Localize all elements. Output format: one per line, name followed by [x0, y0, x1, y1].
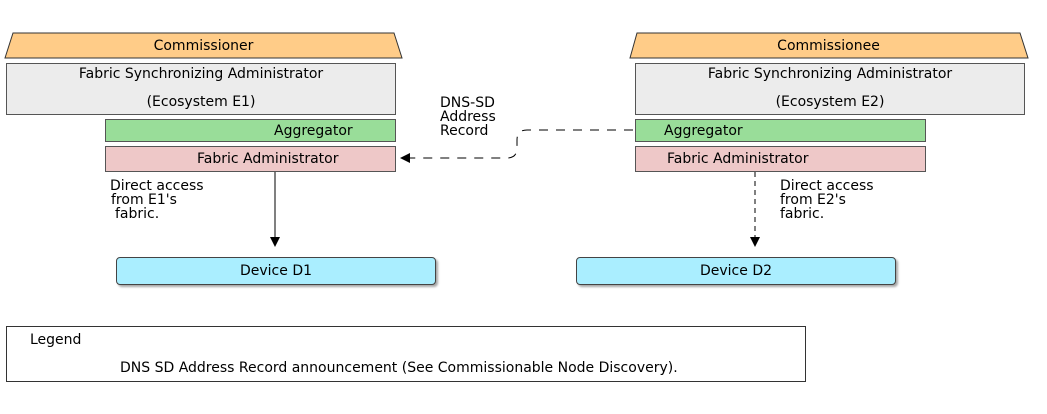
legend-box: Legend DNS SD Address Record announcemen… — [6, 326, 806, 382]
commissioner-fsa-box: Fabric Synchronizing Administrator (Ecos… — [6, 63, 396, 115]
legend-entry: DNS SD Address Record announcement (See … — [120, 360, 678, 376]
device-d1: Device D1 — [116, 257, 436, 285]
dns-sd-arrowhead — [400, 153, 410, 163]
commissioner-aggregator-label: Aggregator — [274, 122, 353, 139]
commissionee-title: Commissionee — [777, 37, 880, 54]
commissionee-aggregator-label: Aggregator — [664, 122, 743, 139]
commissioner-title: Commissioner — [153, 37, 254, 54]
commissionee-aggregator: Aggregator — [635, 119, 926, 142]
device-d1-label: Device D1 — [239, 263, 313, 279]
dns-sd-label-line2: Address — [440, 109, 496, 125]
dns-sd-label-line1: DNS-SD — [440, 95, 495, 111]
legend-title: Legend — [30, 332, 82, 348]
commissionee-access-line1: Direct access — [780, 178, 874, 194]
commissionee-fsa-name: Fabric Synchronizing Administrator — [707, 66, 953, 82]
dns-sd-announcement-line — [410, 129, 633, 159]
commissionee-access-line2: from E2's — [780, 192, 846, 208]
commissionee-fabric-admin-label: Fabric Administrator — [667, 151, 809, 167]
commissioner-fabric-admin-label: Fabric Administrator — [197, 151, 339, 167]
commissioner-access-line2: from E1's — [111, 192, 177, 208]
commissioner-tab — [4, 32, 403, 59]
commissionee-tab — [629, 32, 1029, 59]
commissioner-access-line1: Direct access — [110, 178, 204, 194]
commissionee-access-line3: fabric. — [780, 206, 825, 222]
commissionee-fsa-box: Fabric Synchronizing Administrator (Ecos… — [635, 63, 1025, 115]
commissioner-fsa-ecosystem: (Ecosystem E1) — [146, 94, 256, 110]
d2-arrowhead — [750, 237, 760, 247]
commissioner-fabric-admin: Fabric Administrator — [105, 146, 396, 172]
d1-arrowhead — [270, 237, 280, 247]
commissionee-fsa-ecosystem: (Ecosystem E2) — [775, 94, 885, 110]
device-d2-label: Device D2 — [699, 263, 773, 279]
commissioner-aggregator: Aggregator — [105, 119, 396, 142]
commissioner-fsa-name: Fabric Synchronizing Administrator — [78, 66, 324, 82]
commissionee-fabric-admin: Fabric Administrator — [635, 146, 926, 172]
dns-sd-label-line3: Record — [440, 123, 489, 139]
device-d2: Device D2 — [576, 257, 896, 285]
commissioner-access-line3: fabric. — [115, 206, 160, 222]
